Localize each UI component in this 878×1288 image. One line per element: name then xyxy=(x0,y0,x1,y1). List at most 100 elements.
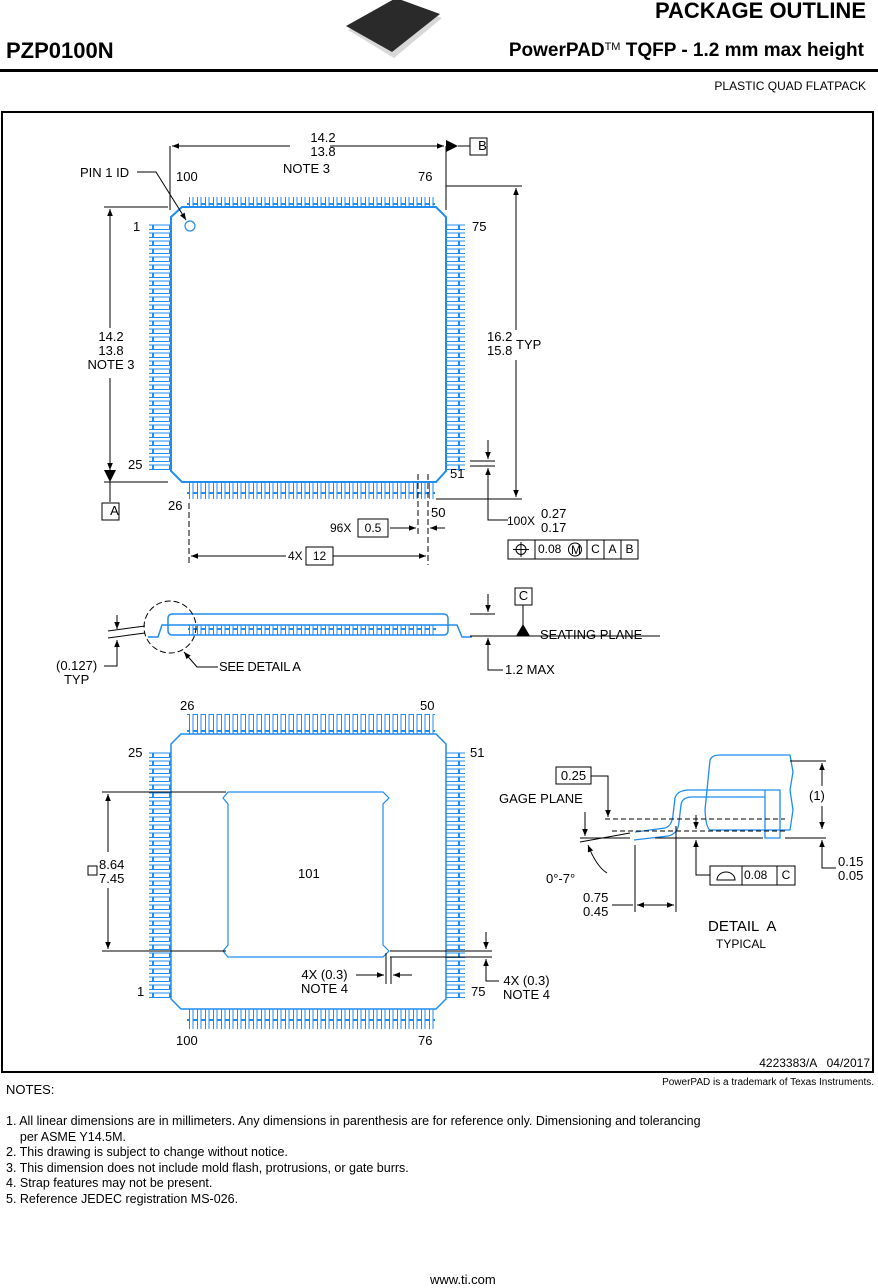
datum-b: B xyxy=(478,138,487,153)
detail-a-view xyxy=(555,754,836,912)
dim-min: 0.45 xyxy=(583,904,609,919)
dim-note: NOTE 3 xyxy=(87,357,135,372)
pin-75-label: 75 xyxy=(472,219,487,234)
dim-max: 14.2 xyxy=(98,329,124,344)
strap-value: 4X (0.3) xyxy=(503,973,550,988)
drawing-frame xyxy=(1,111,874,1073)
pin-51-label: 51 xyxy=(450,466,465,481)
pin1-id-label: PIN 1 ID xyxy=(80,165,130,180)
note-item: 2. This drawing is subject to change wit… xyxy=(6,1145,288,1159)
bottom-pin-75-label: 75 xyxy=(471,984,486,999)
strap-dim-1: 4X (0.3) NOTE 4 xyxy=(301,968,348,996)
dim-min: 0.05 xyxy=(838,868,864,883)
trademark-note: PowerPAD is a trademark of Texas Instrum… xyxy=(662,1077,874,1088)
detail-a-title: DETAIL A xyxy=(708,918,777,935)
package-description: PowerPADTM TQFP - 1.2 mm max height xyxy=(509,40,864,62)
pin-100-label: 100 xyxy=(176,169,198,184)
bottom-pin-76-label: 76 xyxy=(418,1033,433,1048)
chip-image-icon xyxy=(346,0,442,58)
ref-dim: (1) xyxy=(809,788,825,803)
dim-min: 15.8 xyxy=(487,343,513,358)
feature-control-frame: M xyxy=(507,539,639,560)
span-typ: TYP xyxy=(516,337,542,352)
pin-1-label: 1 xyxy=(133,219,141,234)
dim-min: 13.8 xyxy=(310,144,336,159)
note-item: 1. All linear dimensions are in millimet… xyxy=(6,1114,701,1128)
standoff-typ: TYP xyxy=(63,672,90,687)
top-view: M xyxy=(101,137,639,566)
top-width-dim: 14.2 13.8 xyxy=(293,131,353,159)
lead-angle: 0°-7° xyxy=(546,871,576,886)
coplanarity-value: 0.08 xyxy=(744,868,768,882)
datum-c: C xyxy=(518,588,529,603)
dim-min: 0.17 xyxy=(541,520,567,535)
package-code: PZP0100N xyxy=(6,38,114,63)
max-height-label: 1.2 MAX xyxy=(505,662,555,677)
dim-min: 13.8 xyxy=(98,343,124,358)
top-width-note: NOTE 3 xyxy=(283,161,330,176)
svg-text:M: M xyxy=(571,543,581,557)
thermal-pad-label: 101 xyxy=(298,866,320,881)
lead-width-dim: 0.27 0.17 xyxy=(541,507,566,535)
package-description-rest: TQFP - 1.2 mm max height xyxy=(620,40,864,61)
dim-max: 16.2 xyxy=(487,329,513,344)
note-item: 4. Strap features may not be present. xyxy=(6,1176,213,1190)
detail-a-subtitle: TYPICAL xyxy=(716,937,767,951)
fcf-datum-a: A xyxy=(608,542,617,556)
pin-76-label: 76 xyxy=(418,169,433,184)
note-item: 3. This dimension does not include mold … xyxy=(6,1160,409,1175)
dim-max: 0.27 xyxy=(541,506,567,521)
gage-value: 0.25 xyxy=(560,768,587,783)
pitch-value: 0.5 xyxy=(364,521,382,535)
dim-max: 14.2 xyxy=(310,130,336,145)
fcf-tolerance: 0.08 xyxy=(538,542,562,556)
header-rule xyxy=(0,69,878,72)
lead-count: 100X xyxy=(507,514,536,528)
dim-max: 0.75 xyxy=(583,890,609,905)
package-subtitle: PLASTIC QUAD FLATPACK xyxy=(714,79,866,93)
bottom-pin-51-label: 51 xyxy=(470,745,485,760)
notes-list: 1. All linear dimensions are in millimet… xyxy=(6,1114,866,1207)
span-dim: 16.2 15.8 xyxy=(487,330,512,358)
pin-25-label: 25 xyxy=(128,457,143,472)
trademark-mark: TM xyxy=(604,41,621,53)
page-title: PACKAGE OUTLINE xyxy=(654,0,866,23)
span-count: 4X xyxy=(288,549,303,563)
footer-link[interactable]: www.ti.com xyxy=(430,1272,496,1287)
standoff-value: (0.127) xyxy=(56,658,98,673)
foot-length-dim: 0.75 0.45 xyxy=(583,891,608,919)
coplanarity-datum: C xyxy=(781,868,791,882)
pin-26-label: 26 xyxy=(168,498,183,513)
strap-value: 4X (0.3) xyxy=(301,967,348,982)
bottom-pin-100-label: 100 xyxy=(176,1033,198,1048)
dim-min: 7.45 xyxy=(99,871,125,886)
dim-max: 8.64 xyxy=(99,857,125,872)
bottom-pin-25-label: 25 xyxy=(128,745,143,760)
note-item: per ASME Y14.5M. xyxy=(6,1129,126,1144)
pitch-count: 96X xyxy=(330,521,352,535)
datum-a: A xyxy=(110,503,119,518)
span-value: 12 xyxy=(312,549,327,563)
standoff-dim: 0.15 0.05 xyxy=(838,855,863,883)
powerpad-label: PowerPAD xyxy=(508,40,605,61)
strap-note: NOTE 4 xyxy=(301,981,348,996)
left-height-dim: 14.2 13.8 NOTE 3 xyxy=(80,330,142,372)
bottom-pin-1-label: 1 xyxy=(137,984,145,999)
seating-plane-label: SEATING PLANE xyxy=(540,627,643,642)
document-number: 4223383/A 04/2017 xyxy=(759,1056,870,1070)
gage-plane-label: GAGE PLANE xyxy=(499,791,583,806)
notes-heading: NOTES: xyxy=(6,1082,55,1097)
bottom-pin-50-label: 50 xyxy=(420,698,435,713)
strap-note: NOTE 4 xyxy=(503,987,550,1002)
package-drawing: M xyxy=(87,137,836,1029)
note-item: 5. Reference JEDEC registration MS-026. xyxy=(6,1191,239,1206)
see-detail-label: SEE DETAIL A xyxy=(219,659,301,674)
standoff-ref: (0.127) TYP xyxy=(56,659,97,687)
fcf-datum-c: C xyxy=(591,542,600,556)
strap-dim-2: 4X (0.3) NOTE 4 xyxy=(503,974,550,1002)
side-view xyxy=(104,587,660,671)
fcf-datum-b: B xyxy=(625,542,634,556)
thermal-pad-dim: 8.64 7.45 xyxy=(99,858,124,886)
pin-50-label: 50 xyxy=(431,505,446,520)
bottom-pin-26-label: 26 xyxy=(180,698,195,713)
